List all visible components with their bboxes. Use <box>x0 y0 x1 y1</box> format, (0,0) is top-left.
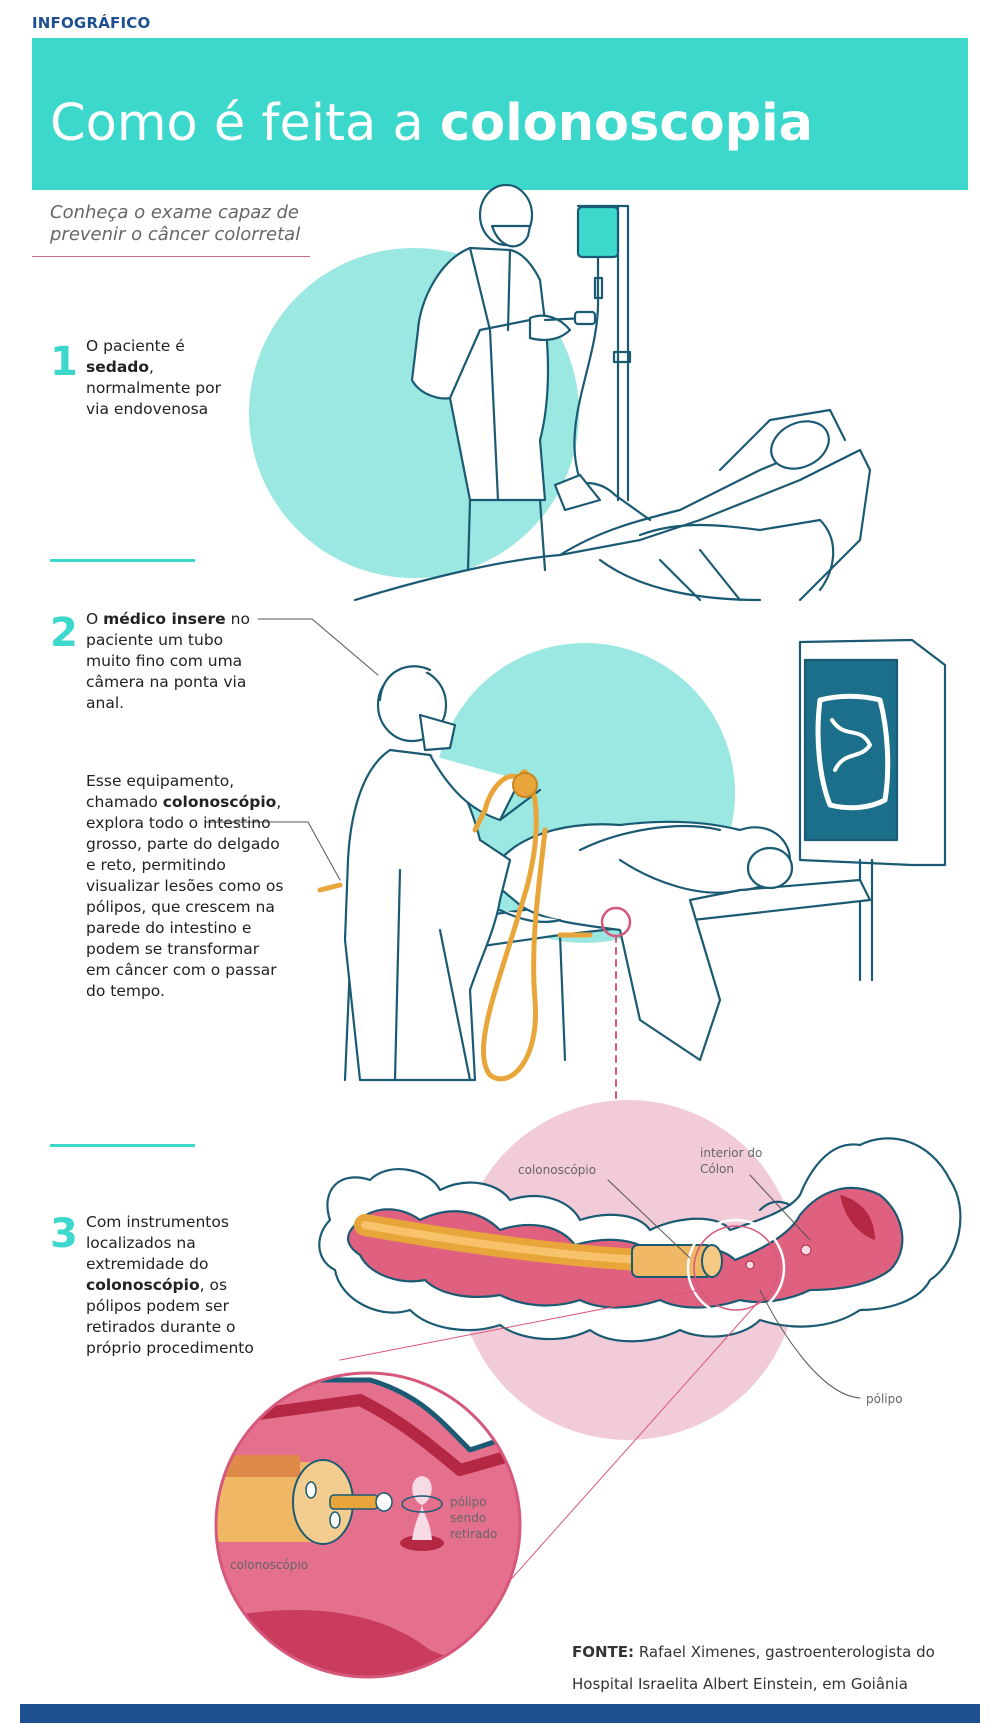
sedation-scene <box>249 183 872 602</box>
section-divider-1 <box>50 559 195 562</box>
source-credit: FONTE: Rafael Ximenes, gastroenterologis… <box>572 1643 935 1693</box>
zoom-focus-circle <box>686 1218 786 1318</box>
doctor-illustration <box>410 183 597 572</box>
step-3-number: 3 <box>50 1211 78 1257</box>
colon-scene <box>318 1100 962 1651</box>
subtitle-divider <box>32 256 310 257</box>
doctor-insertion-illustration <box>343 665 562 1082</box>
step-2-text: O médico insere no paciente um tubo muit… <box>86 610 250 712</box>
insertion-scene <box>204 618 947 1115</box>
colon-interior-label: interior do Cólon <box>700 1146 763 1176</box>
title-banner <box>32 38 968 190</box>
footer-bar <box>20 1704 980 1723</box>
iv-drip-icon <box>573 204 632 502</box>
polyp-label: pólipo <box>866 1392 903 1406</box>
page-title: Como é feita a colonoscopia <box>50 94 814 153</box>
monitor-intestine-icon <box>798 638 947 982</box>
colonoscope-zoom-label: colonoscópio <box>230 1558 309 1572</box>
step-1-text: O paciente é sedado, normalmente por via… <box>86 337 222 418</box>
kicker-label: INFOGRÁFICO <box>32 14 151 32</box>
title-bold: colonoscopia <box>439 94 814 153</box>
title-regular: Como é feita a <box>50 94 440 153</box>
step-1-number: 1 <box>50 339 78 385</box>
step-2-number: 2 <box>50 610 78 656</box>
step-2-extra-text: Esse equipamento, chamado colonoscópio, … <box>86 772 284 1000</box>
patient-bed-illustration <box>353 408 872 602</box>
page-subtitle: Conheça o exame capaz de prevenir o cânc… <box>50 202 301 245</box>
colonoscope-label: colonoscópio <box>518 1163 597 1177</box>
colonoscope-tube <box>317 769 593 1082</box>
section-divider-2 <box>50 1144 195 1147</box>
step-3-text: Com instrumentos localizados na extremid… <box>86 1213 254 1357</box>
polyp-removed-label: pólipo sendo retirado <box>450 1495 498 1541</box>
